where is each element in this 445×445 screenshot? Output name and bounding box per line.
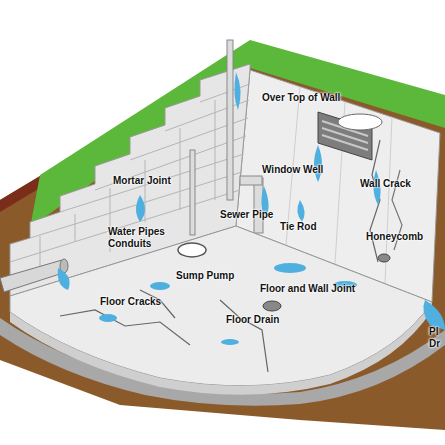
cracks [60,140,380,372]
drain-symbol [378,254,390,262]
callout-label: Honeycomb [366,231,423,243]
callout-label: Window Well [262,164,323,176]
callout-label: Pl Dr [429,326,443,350]
floor-edge [10,302,432,395]
callout-label: Sewer Pipe [220,209,273,221]
callout-label: Floor Drain [226,314,279,326]
floor-drain [263,301,281,311]
callout-label: Floor Cracks [100,296,161,308]
window-well [318,112,382,160]
water-leaks [58,72,445,345]
callout-label: Over Top of Wall [262,92,340,104]
callout-label: Wall Crack [360,178,411,190]
callout-label: Water Pipes Conduits [108,226,170,250]
callout-label: Tie Rod [280,221,316,233]
sump-pit [178,243,206,257]
callout-label: Sump Pump [176,270,234,282]
callout-label: Mortar Joint [113,175,171,187]
callout-label: Floor and Wall Joint [260,283,355,295]
